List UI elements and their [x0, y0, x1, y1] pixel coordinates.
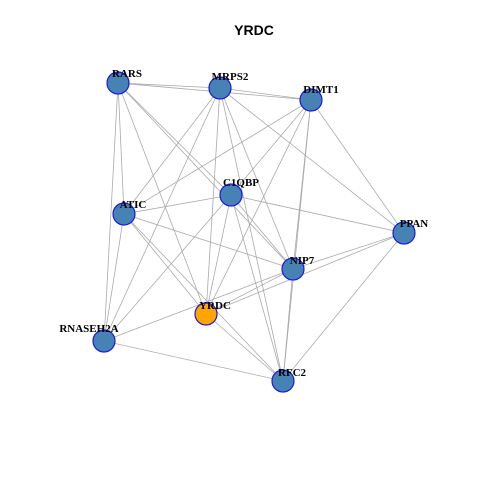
edge-dimt1-atic	[123, 99, 312, 215]
node-atic[interactable]: ATIC	[112, 199, 147, 226]
edge-rars-yrdc	[117, 82, 207, 315]
edge-atic-nip7	[123, 213, 294, 270]
edge-mrps2-rnaseh2a	[103, 87, 221, 342]
edge-dimt1-ppan	[310, 99, 405, 234]
node-label-nip7: NIP7	[290, 255, 315, 267]
node-label-yrdc: YRDC	[199, 300, 231, 312]
edge-c1qbp-ppan	[230, 194, 405, 234]
edge-mrps2-ppan	[219, 87, 405, 234]
node-circle-c1qbp[interactable]	[219, 183, 243, 207]
node-label-c1qbp: C1QBP	[223, 177, 259, 189]
edge-rars-rnaseh2a	[103, 82, 119, 342]
edge-ppan-rfc2	[282, 232, 405, 382]
edge-nip7-rnaseh2a	[103, 268, 294, 342]
node-rfc2[interactable]: RFC2	[271, 367, 307, 393]
edge-mrps2-rfc2	[219, 87, 284, 382]
node-nip7[interactable]: NIP7	[281, 255, 315, 281]
edge-rars-nip7	[117, 82, 294, 270]
node-rnaseh2a[interactable]: RNASEH2A	[59, 323, 119, 353]
node-ppan[interactable]: PPAN	[392, 218, 429, 245]
node-mrps2[interactable]: MRPS2	[208, 71, 249, 100]
node-dimt1[interactable]: DIMT1	[299, 84, 339, 112]
edge-mrps2-atic	[123, 87, 221, 215]
node-rars[interactable]: RARS	[106, 68, 142, 95]
node-label-mrps2: MRPS2	[212, 71, 249, 83]
node-label-atic: ATIC	[120, 199, 147, 211]
node-circle-rars[interactable]	[106, 71, 130, 95]
edge-layer	[103, 82, 405, 382]
edge-c1qbp-nip7	[230, 194, 294, 270]
edge-atic-yrdc	[123, 213, 207, 315]
node-label-rnaseh2a: RNASEH2A	[59, 323, 118, 335]
node-label-dimt1: DIMT1	[303, 84, 338, 96]
node-circle-yrdc[interactable]	[194, 302, 218, 326]
edge-rnaseh2a-rfc2	[103, 340, 284, 382]
edge-dimt1-rfc2	[282, 99, 312, 382]
edge-ppan-yrdc	[205, 232, 405, 315]
node-label-rfc2: RFC2	[278, 367, 307, 379]
node-circle-nip7[interactable]	[281, 257, 305, 281]
node-circle-atic[interactable]	[112, 202, 136, 226]
edge-nip7-yrdc	[205, 268, 294, 315]
edge-yrdc-rfc2	[205, 313, 284, 382]
node-circle-dimt1[interactable]	[299, 88, 323, 112]
edge-dimt1-c1qbp	[230, 99, 312, 196]
edge-mrps2-nip7	[219, 87, 294, 270]
node-circle-mrps2[interactable]	[208, 76, 232, 100]
edge-mrps2-yrdc	[205, 87, 221, 315]
node-circle-rnaseh2a[interactable]	[92, 329, 116, 353]
node-circle-rfc2[interactable]	[271, 369, 295, 393]
edge-c1qbp-rnaseh2a	[103, 194, 232, 342]
node-c1qbp[interactable]: C1QBP	[219, 177, 259, 207]
edge-atic-rnaseh2a	[103, 213, 125, 342]
edge-ppan-nip7	[292, 232, 405, 270]
node-yrdc[interactable]: YRDC	[194, 300, 231, 326]
edge-rars-c1qbp	[117, 82, 232, 196]
edge-c1qbp-yrdc	[205, 194, 232, 315]
diagram-title: YRDC	[234, 22, 274, 38]
node-circle-ppan[interactable]	[392, 221, 416, 245]
node-label-ppan: PPAN	[400, 218, 429, 230]
edge-rars-mrps2	[117, 82, 221, 89]
edge-mrps2-dimt1	[219, 87, 312, 101]
node-label-rars: RARS	[112, 68, 142, 80]
edge-rars-atic	[117, 82, 125, 215]
edge-atic-rfc2	[123, 213, 284, 382]
edge-dimt1-yrdc	[205, 99, 312, 315]
edge-c1qbp-atic	[123, 194, 232, 215]
edge-nip7-rfc2	[282, 268, 294, 382]
